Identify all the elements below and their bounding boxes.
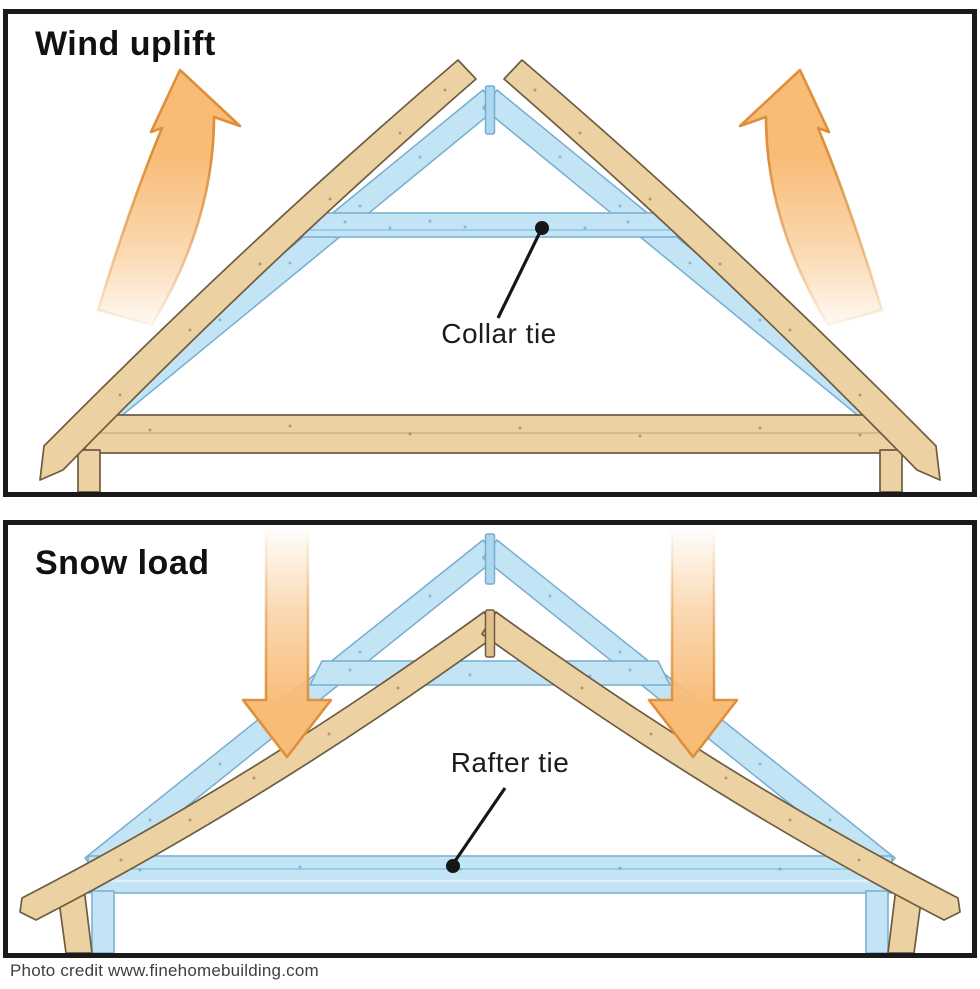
ridge-board-sagged: [484, 609, 496, 658]
rafter-nail-dots: [118, 88, 862, 438]
sagging-rafter-left: [19, 611, 499, 921]
wall-stud-blue-left: [91, 890, 115, 953]
wall-stud-blue-right: [865, 890, 889, 953]
lifted-rafter-right: [503, 59, 941, 481]
wind-uplift-arrow-right: [738, 68, 884, 327]
lifted-rafter-left: [39, 59, 477, 481]
wind-uplift-arrow-left: [96, 68, 242, 327]
rafter-tie-beam: [87, 855, 893, 894]
rafter-tie-leader-line: [451, 787, 507, 865]
snow-load-arrow-left: [241, 525, 333, 759]
wind-uplift-panel: Wind uplift Collar tie: [3, 9, 977, 497]
snow-load-diagram: [19, 525, 961, 953]
rafter-tie-label: Rafter tie: [450, 747, 570, 778]
rafter-nail-dots: [119, 686, 861, 862]
wind-uplift-title: Wind uplift: [35, 25, 216, 63]
sagging-rafter-right: [481, 611, 961, 921]
snow-load-arrow-right: [647, 525, 739, 759]
wind-uplift-diagram: [39, 59, 941, 492]
collar-tie-leader-line: [496, 227, 544, 319]
wall-stud-right: [879, 449, 903, 492]
photo-credit: Photo credit www.finehomebuilding.com: [10, 961, 319, 980]
ridge-board: [484, 85, 496, 135]
collar-tie-beam: [309, 660, 671, 686]
ridge-board: [484, 533, 496, 585]
rafter-tie-leader-dot: [446, 859, 460, 873]
collar-tie-beam: [300, 212, 680, 238]
collar-tie-label: Collar tie: [441, 318, 557, 349]
wall-stud-left: [77, 449, 101, 492]
snow-load-panel: Snow load Rafter tie: [3, 520, 977, 958]
snow-load-title: Snow load: [35, 544, 210, 582]
collar-tie-leader-dot: [535, 221, 549, 235]
